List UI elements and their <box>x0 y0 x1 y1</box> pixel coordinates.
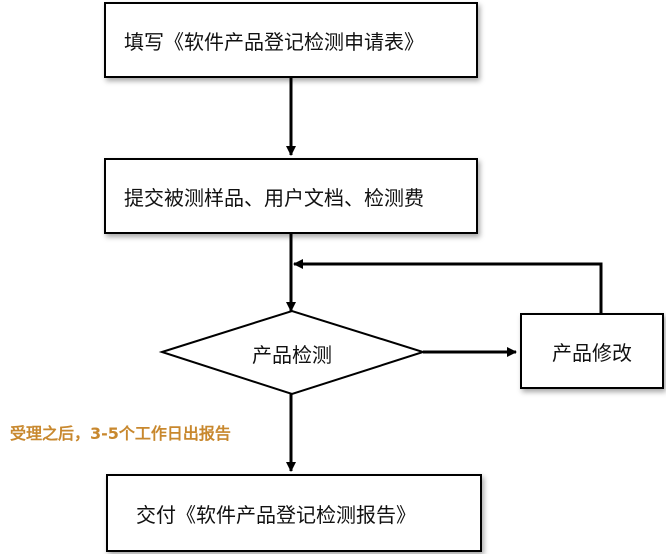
step-submit-samples: 提交被测样品、用户文档、检测费 <box>104 158 478 234</box>
step-fill-application-form-label: 填写《软件产品登记检测申请表》 <box>124 29 424 54</box>
step-product-modification-label: 产品修改 <box>552 340 632 365</box>
step-deliver-report: 交付《软件产品登记检测报告》 <box>106 474 482 552</box>
step-submit-samples-label: 提交被测样品、用户文档、检测费 <box>124 185 424 210</box>
step-deliver-report-label: 交付《软件产品登记检测报告》 <box>136 502 416 527</box>
inspect-diamond <box>158 309 427 396</box>
step-product-modification: 产品修改 <box>520 313 664 389</box>
arrow-modify-loop-back <box>293 259 603 313</box>
step-fill-application-form: 填写《软件产品登记检测申请表》 <box>104 2 478 78</box>
processing-time-note: 受理之后，3-5个工作日出报告 <box>10 424 231 443</box>
step-product-inspection-label: 产品检测 <box>252 342 332 367</box>
